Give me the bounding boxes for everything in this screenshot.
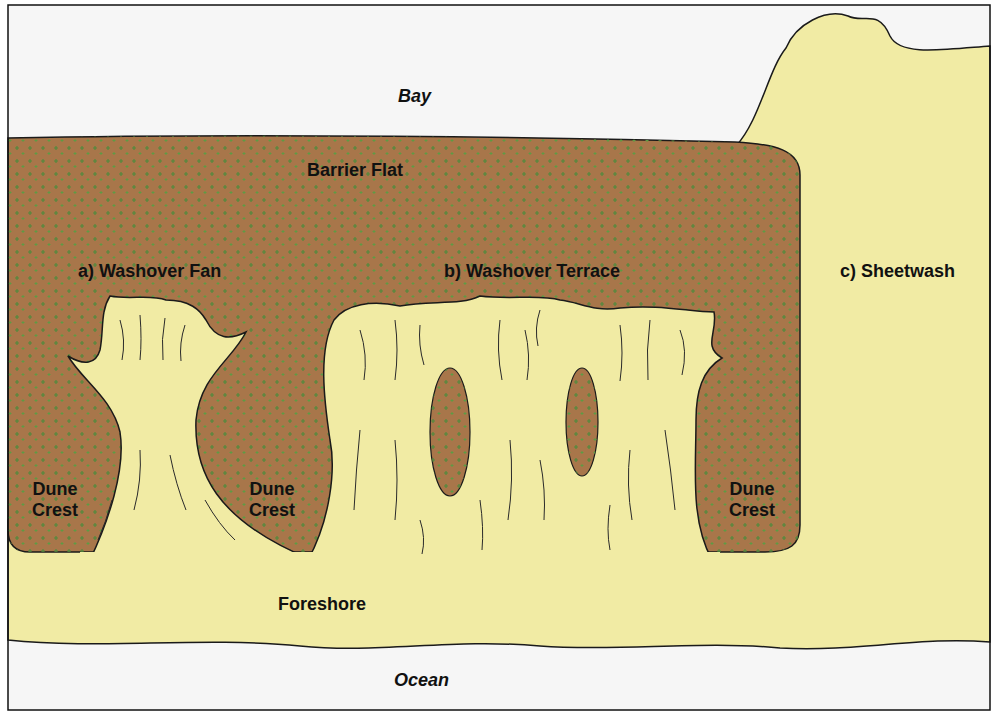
region-label: Dune Crest xyxy=(717,479,787,520)
sand-region xyxy=(8,14,990,649)
vegetated-island xyxy=(430,368,470,496)
region-label: c) Sheetwash xyxy=(840,261,955,282)
region-label: b) Washover Terrace xyxy=(444,261,620,282)
region-label: Foreshore xyxy=(278,594,366,615)
washover-fan-shape xyxy=(68,296,312,560)
water-ground xyxy=(8,5,990,710)
washover-terrace-shape xyxy=(308,296,722,560)
region-label: a) Washover Fan xyxy=(78,261,221,282)
region-label: Ocean xyxy=(394,670,449,691)
flow-strokes xyxy=(98,310,685,554)
region-label: Barrier Flat xyxy=(307,160,403,181)
region-label: Dune Crest xyxy=(237,479,307,520)
region-label: Dune Crest xyxy=(20,479,90,520)
frame xyxy=(8,5,990,710)
vegetated-island xyxy=(566,368,598,476)
region-label: Bay xyxy=(398,86,431,107)
